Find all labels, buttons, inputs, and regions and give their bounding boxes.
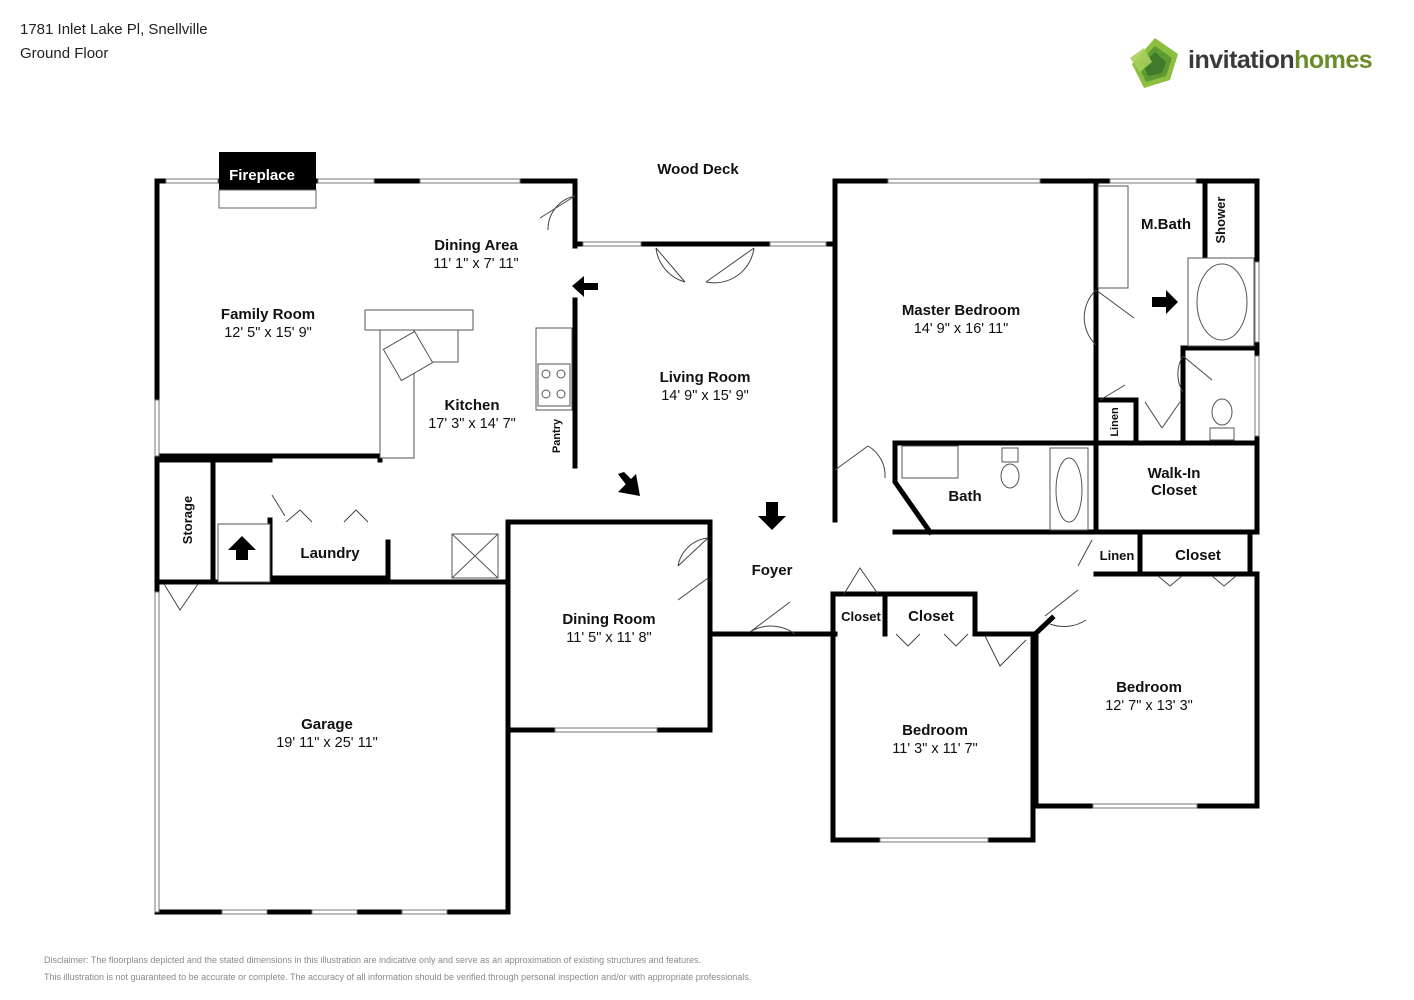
closet-1-label: Closet: [841, 609, 881, 624]
disclaimer-line-1: Disclaimer: The floorplans depicted and …: [44, 955, 702, 965]
fireplace: Fireplace: [218, 152, 317, 209]
fixtures: [217, 185, 1255, 583]
shower-label: Shower: [1213, 197, 1228, 244]
closet-3-label: Closet: [1175, 547, 1221, 564]
kitchen-dims: 17' 3" x 14' 7": [428, 416, 516, 432]
closet-2-label: Closet: [908, 608, 954, 625]
linen-2-label: Linen: [1100, 548, 1135, 563]
living-room-label: Living Room: [660, 369, 751, 386]
fireplace-label: Fireplace: [229, 167, 295, 184]
garage-dims: 19' 11" x 25' 11": [276, 735, 378, 751]
windows: [154, 178, 1260, 915]
pantry-label: Pantry: [551, 418, 563, 453]
room-labels: Wood Deck Dining Area 11' 1" x 7' 11" Fa…: [180, 161, 1228, 757]
dining-room-label: Dining Room: [562, 611, 655, 628]
bath-label: Bath: [948, 488, 981, 505]
walk-in-closet-label-1: Walk-In: [1148, 465, 1201, 482]
logo-mark-icon: [1130, 38, 1178, 88]
walk-in-closet-label-2: Closet: [1151, 482, 1197, 499]
family-room-dims: 12' 5" x 15' 9": [224, 325, 312, 341]
disclaimer-line-2: This illustration is not guaranteed to b…: [44, 972, 752, 982]
master-bath-label: M.Bath: [1141, 216, 1191, 233]
garage-label: Garage: [301, 716, 353, 733]
dining-area-label: Dining Area: [434, 237, 518, 254]
floor-label: Ground Floor: [20, 45, 109, 62]
brand-name: invitationhomes: [1188, 46, 1373, 74]
bedroom-1-label: Bedroom: [902, 722, 968, 739]
arrow-left-icon: [572, 276, 598, 297]
linen-1-label: Linen: [1109, 407, 1121, 437]
arrow-right-icon: [1152, 290, 1178, 314]
family-room-label: Family Room: [221, 306, 315, 323]
dining-area-dims: 11' 1" x 7' 11": [433, 256, 518, 272]
bedroom-2-dims: 12' 7" x 13' 3": [1105, 698, 1193, 714]
arrow-up-icon: [228, 536, 256, 560]
bedroom-2-label: Bedroom: [1116, 679, 1182, 696]
master-bedroom-dims: 14' 9" x 16' 11": [914, 321, 1009, 337]
kitchen-label: Kitchen: [444, 397, 499, 414]
arrow-down-icon: [758, 502, 786, 530]
laundry-label: Laundry: [300, 545, 360, 562]
address-title: 1781 Inlet Lake Pl, Snellville: [20, 21, 208, 38]
bedroom-1-dims: 11' 3" x 11' 7": [892, 741, 977, 757]
doors: [163, 195, 1237, 667]
master-bedroom-label: Master Bedroom: [902, 302, 1020, 319]
living-room-dims: 14' 9" x 15' 9": [661, 388, 749, 404]
entry-arrows: [228, 276, 1178, 560]
storage-label: Storage: [180, 496, 195, 544]
wood-deck-label: Wood Deck: [657, 161, 739, 178]
dining-room-dims: 11' 5" x 11' 8": [566, 630, 651, 646]
foyer-label: Foyer: [752, 562, 793, 579]
brand-logo: invitationhomes: [1128, 36, 1388, 90]
